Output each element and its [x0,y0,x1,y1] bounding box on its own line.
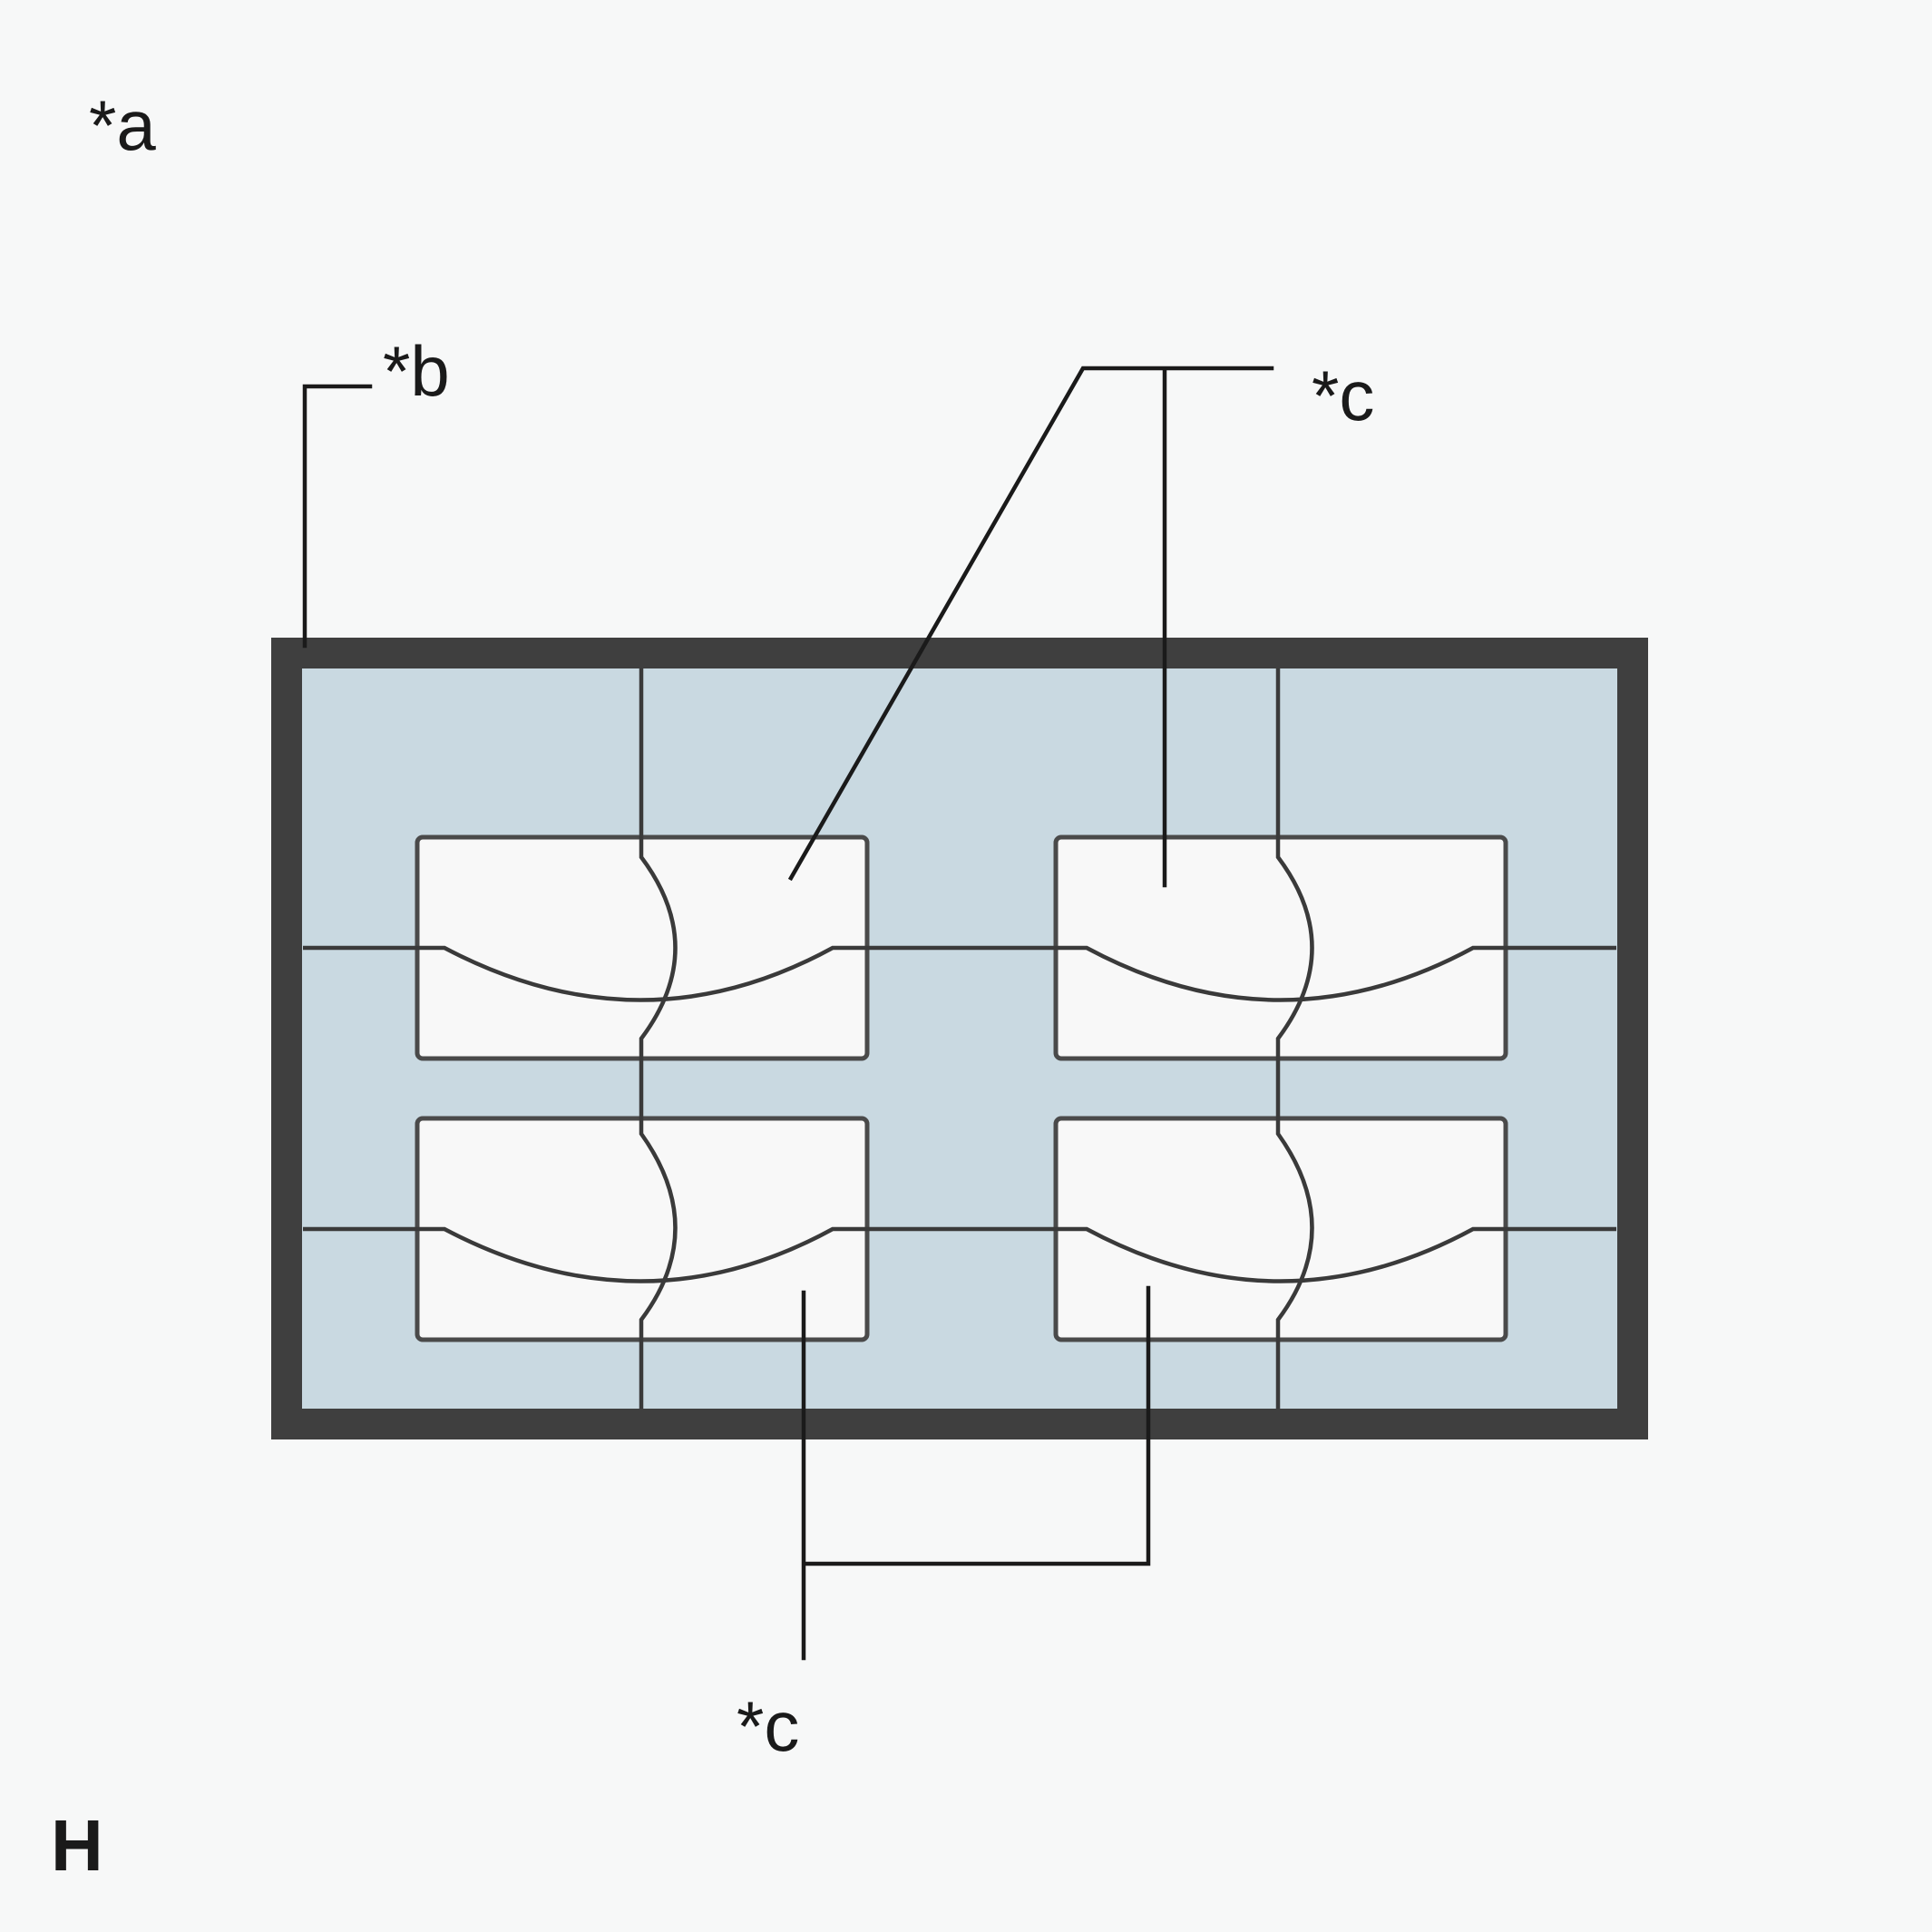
label-a: *a [89,85,156,165]
cell-bottom-right [1053,1116,1508,1342]
leader-line-c-top [787,366,1274,888]
cell-top-right [1053,834,1508,1061]
horizontal-seam-upper [303,945,1616,1002]
label-c-top: *c [1312,356,1374,435]
vertical-seam-left [639,668,678,1409]
corner-mark: H [51,1805,103,1886]
outer-frame [271,638,1648,1439]
vertical-seam-right [1275,668,1314,1409]
cell-top-left [415,834,870,1061]
leader-line-b [302,384,373,649]
horizontal-seam-lower [303,1226,1616,1283]
leader-line-c-bottom [801,1285,1151,1661]
label-c-bottom: *c [737,1686,799,1766]
cell-bottom-left [415,1116,870,1342]
label-b: *b [383,331,450,411]
